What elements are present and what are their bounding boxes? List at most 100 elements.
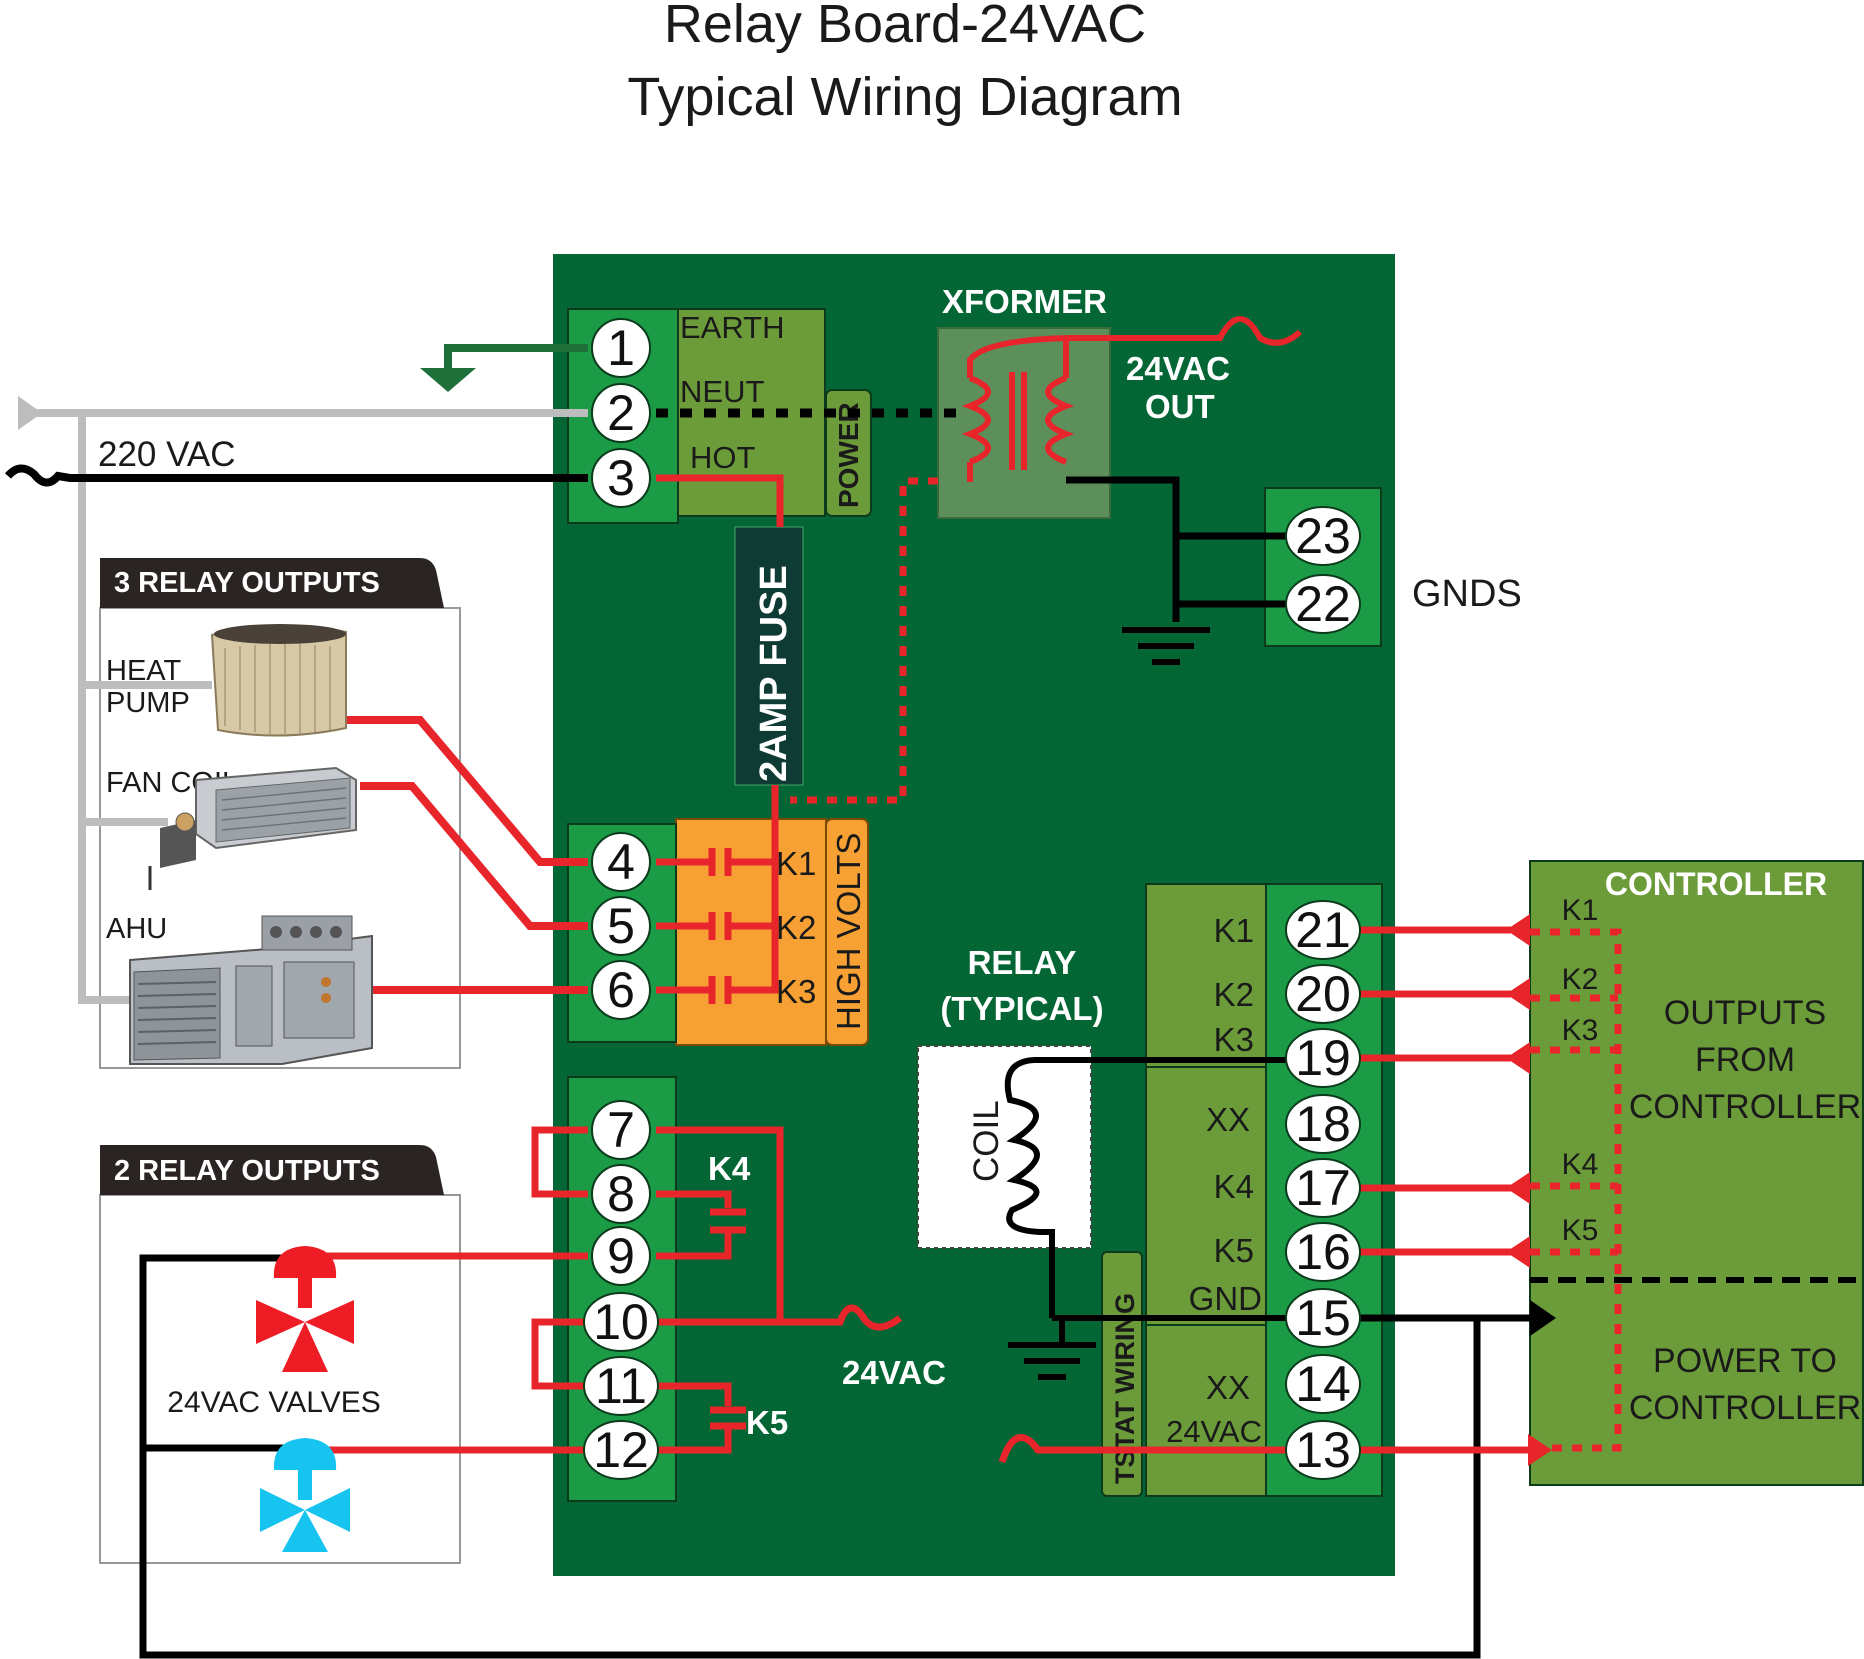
hot-wire xyxy=(4,464,588,487)
controller-k1: K1 xyxy=(1562,894,1599,927)
terminal-14: 14 xyxy=(1295,1356,1351,1412)
terminal-17: 17 xyxy=(1295,1160,1351,1216)
relay-block xyxy=(675,818,827,1046)
two-relay-header: 2 RELAY OUTPUTS xyxy=(114,1155,380,1187)
terminal-4: 4 xyxy=(607,834,635,890)
terminal-5: 5 xyxy=(607,898,635,954)
transformer-icon xyxy=(961,316,1303,482)
terminal-10: 10 xyxy=(593,1294,649,1350)
xformer-out-line1: 24VAC xyxy=(1126,350,1230,387)
tstat-label: TSTAT WIRING xyxy=(1110,1293,1140,1484)
terminal-15: 15 xyxy=(1295,1290,1351,1346)
terminal-9: 9 xyxy=(607,1228,635,1284)
high-volts-label: HIGH VOLTS xyxy=(830,833,867,1030)
controller-wires xyxy=(1356,926,1530,1454)
title-line2: Typical Wiring Diagram xyxy=(627,67,1182,127)
load-wires xyxy=(340,716,588,994)
ground-arrow-icon xyxy=(420,368,476,392)
relay-contacts xyxy=(656,858,752,994)
three-relay-header-tab xyxy=(100,558,444,608)
tstat-label-k3: K3 xyxy=(1214,1021,1254,1058)
fan-coil-unit xyxy=(148,766,357,890)
device-heat-pump-line1: HEAT xyxy=(106,655,181,687)
power-side-block xyxy=(825,389,872,517)
xformer-out-line2: OUT xyxy=(1145,388,1215,425)
title-line1: Relay Board-24VAC xyxy=(664,0,1146,54)
tstat-label-gnd: GND xyxy=(1189,1280,1262,1317)
xformer-label: XFORMER xyxy=(942,283,1107,320)
coil-icon xyxy=(1004,1057,1055,1318)
controller-common-wire xyxy=(1530,928,1622,1452)
terminal-6: 6 xyxy=(607,962,635,1018)
terminal-22: 22 xyxy=(1295,576,1351,632)
earth-label: EARTH xyxy=(680,310,785,345)
tstat-label-24vac: 24VAC xyxy=(1166,1414,1262,1449)
relay-typical-line1: RELAY xyxy=(968,944,1077,981)
neut-label: NEUT xyxy=(680,374,764,409)
tstat-label-xx2: XX xyxy=(1206,1369,1250,1406)
tstat-label-k5: K5 xyxy=(1214,1232,1254,1269)
vac-24-label: 24VAC xyxy=(842,1354,946,1391)
neutral-wires xyxy=(30,409,588,1004)
terminal-12: 12 xyxy=(593,1422,649,1478)
terminal-21: 21 xyxy=(1295,902,1351,958)
controller-k3: K3 xyxy=(1562,1014,1599,1047)
gnds-label: GNDS xyxy=(1412,573,1522,615)
terminal-1: 1 xyxy=(607,320,635,376)
k1-contact-label: K1 xyxy=(776,845,816,882)
terminal-23: 23 xyxy=(1295,508,1351,564)
relay-typical-line2: (TYPICAL) xyxy=(940,990,1103,1027)
fuse-label: 2AMP FUSE xyxy=(753,565,795,782)
power-label: POWER xyxy=(833,402,864,508)
outputs-line3: CONTROLLER xyxy=(1629,1088,1861,1126)
earth-wire xyxy=(444,344,588,375)
supply-label: 220 VAC xyxy=(98,435,236,474)
coil-label: COIL xyxy=(967,1100,1006,1182)
terminal-2: 2 xyxy=(607,385,635,441)
valve-common-wire xyxy=(139,1254,1481,1659)
terminal-18: 18 xyxy=(1295,1096,1351,1152)
heat-pump-unit xyxy=(210,624,347,737)
high-volts-block xyxy=(825,818,869,1046)
outputs-line2: FROM xyxy=(1695,1041,1795,1079)
ahu-unit xyxy=(129,915,373,1065)
terminal-circles xyxy=(583,318,1361,1480)
tstat-label-k4: K4 xyxy=(1214,1168,1254,1205)
controller-title: CONTROLLER xyxy=(1605,866,1827,902)
tstat-row-labels: K1 K2 K3 XX K4 K5 GND XX 24VAC xyxy=(1166,912,1262,1449)
three-relay-header: 3 RELAY OUTPUTS xyxy=(114,567,380,599)
power-to-line1: POWER TO xyxy=(1653,1342,1837,1380)
terminal-11: 11 xyxy=(595,1358,647,1414)
fuse-block xyxy=(734,526,804,786)
coil-box xyxy=(917,1045,1092,1249)
device-ahu: AHU xyxy=(106,913,167,945)
ground-symbol-icon xyxy=(1122,627,1210,665)
hot-label: HOT xyxy=(690,440,756,475)
k3-contact-label: K3 xyxy=(776,973,816,1010)
tstat-label-xx1: XX xyxy=(1206,1101,1250,1138)
k45-wires xyxy=(300,1126,903,1454)
terminal-20: 20 xyxy=(1295,966,1351,1022)
power-to-line2: CONTROLLER xyxy=(1629,1389,1861,1427)
terminal-3: 3 xyxy=(607,450,635,506)
k2-contact-label: K2 xyxy=(776,909,816,946)
tstat-label-k2: K2 xyxy=(1214,976,1254,1013)
outputs-line1: OUTPUTS xyxy=(1664,994,1826,1032)
terminal-16: 16 xyxy=(1295,1224,1351,1280)
terminal-19: 19 xyxy=(1295,1030,1351,1086)
tstat-label-k1: K1 xyxy=(1214,912,1254,949)
neutral-arrow-icon xyxy=(18,396,42,430)
valve-icon xyxy=(256,1246,354,1372)
terminal-7: 7 xyxy=(607,1102,635,1158)
two-relay-header-tab xyxy=(100,1145,444,1195)
tstat-label-block xyxy=(1145,883,1267,1497)
k5-label: K5 xyxy=(746,1404,788,1441)
controller-k2: K2 xyxy=(1562,963,1599,996)
valve-blue-icon xyxy=(260,1438,350,1552)
k4-label: K4 xyxy=(708,1150,751,1187)
device-heat-pump-line2: PUMP xyxy=(106,687,190,719)
terminal-8: 8 xyxy=(607,1166,635,1222)
tstat-ground-icon xyxy=(1008,1342,1096,1380)
controller-k5: K5 xyxy=(1562,1214,1599,1247)
